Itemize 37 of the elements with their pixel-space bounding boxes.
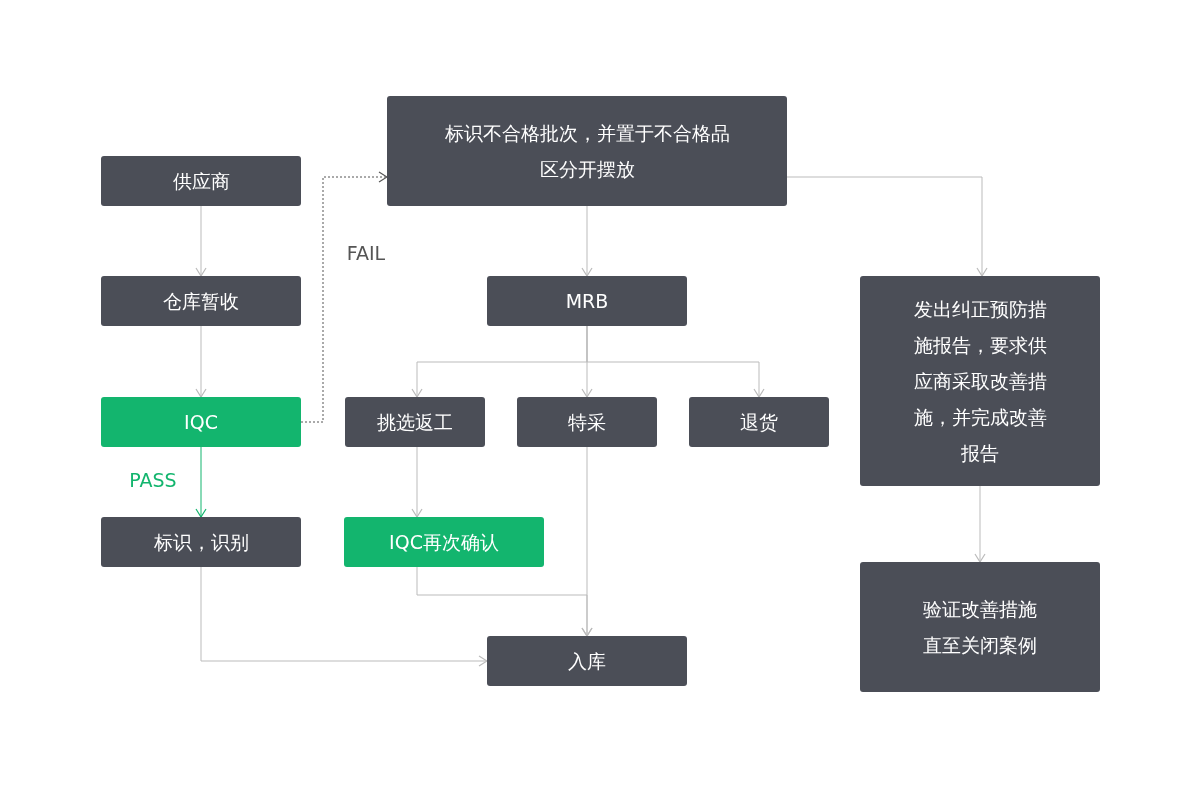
arrow — [786, 176, 988, 277]
box-label: 标识不合格批次，并置于不合格品区分开摆放 — [443, 121, 731, 182]
arrow — [974, 485, 986, 563]
process-box — [860, 276, 1100, 486]
box-label: 入库 — [568, 649, 606, 674]
arrow — [195, 446, 207, 518]
arrow — [300, 171, 388, 423]
box-label: 退货 — [740, 410, 778, 435]
arrow — [581, 205, 593, 277]
arrow — [195, 325, 207, 398]
process-box — [487, 276, 687, 326]
process-box — [387, 96, 787, 206]
box-label: IQC — [184, 410, 218, 435]
arrow — [586, 325, 765, 398]
box-label: 验证改善措施直至关闭案例 — [922, 597, 1038, 658]
box-label: MRB — [565, 289, 609, 314]
process-box — [345, 397, 485, 447]
box-label: IQC再次确认 — [389, 530, 499, 555]
box-label: 特采 — [568, 410, 606, 435]
arrow — [200, 566, 488, 667]
box-label: 挑选返工 — [377, 410, 453, 435]
process-box — [517, 397, 657, 447]
process-box — [101, 517, 301, 567]
process-box — [344, 517, 544, 567]
box-label: 仓库暂收 — [163, 289, 239, 314]
process-box — [101, 156, 301, 206]
process-box — [101, 276, 301, 326]
arrow — [581, 446, 593, 637]
process-box — [860, 562, 1100, 692]
box-label: 发出纠正预防措施报告，要求供应商采取改善措施，并完成改善报告 — [912, 297, 1048, 466]
box-label: 供应商 — [172, 169, 230, 194]
process-box — [689, 397, 829, 447]
box-label: 标识，识别 — [153, 530, 249, 555]
process-box — [101, 397, 301, 447]
process-box — [487, 636, 687, 686]
arrow — [411, 446, 423, 518]
arrow — [195, 205, 207, 277]
